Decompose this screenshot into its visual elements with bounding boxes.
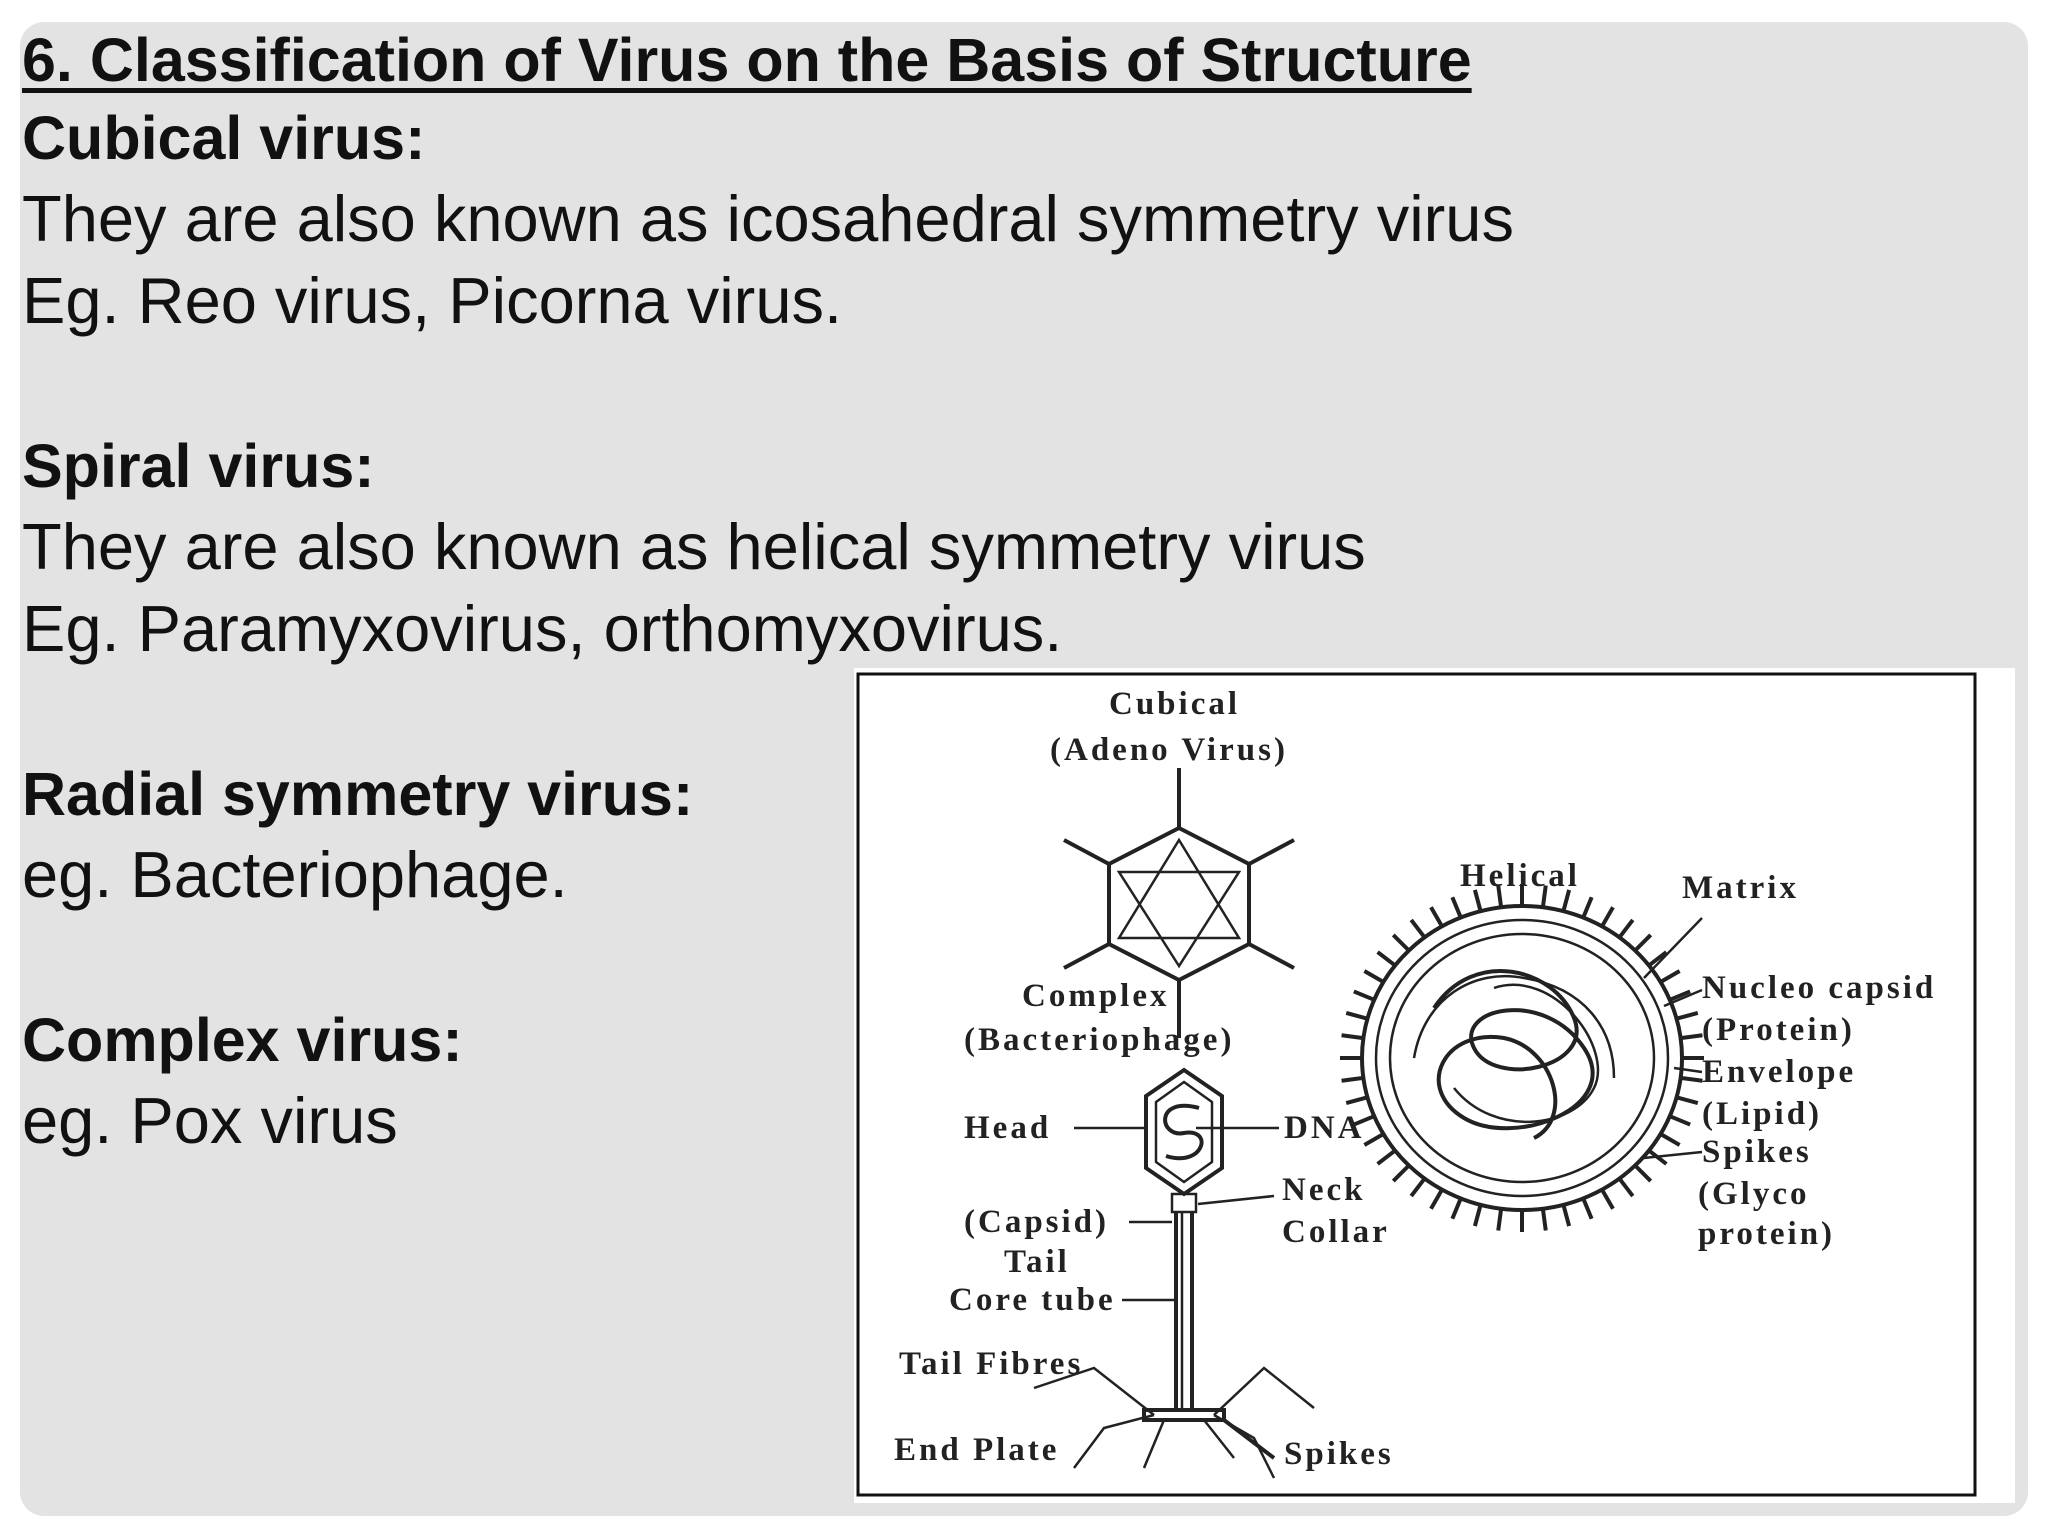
envelope-spike [1341,1033,1364,1041]
envelope-spike [1353,989,1375,1002]
envelope-spike [1391,1164,1411,1183]
envelope-spike [1341,1075,1364,1083]
label-spikes-bottom: Spikes [1284,1436,1394,1472]
envelope-spike [1561,1204,1572,1227]
bacteriophage-drawing [1033,1067,1315,1479]
envelope-spike [1353,1114,1375,1127]
envelope-spike [1647,950,1668,968]
spiral-examples: Eg. Paramyxovirus, orthomyxovirus. [22,592,1063,665]
envelope-spike [1581,1197,1594,1220]
label-envelope: Envelope [1702,1054,1856,1090]
label-protein-2: protein) [1698,1216,1835,1252]
leader-envelope [1673,1066,1703,1074]
label-cubical: Cubical [1109,686,1240,722]
label-bacteriophage: (Bacteriophage) [964,1022,1234,1058]
leader-neck [1197,1194,1275,1206]
envelope-spike [1345,1095,1368,1105]
envelope-spike [1633,933,1653,952]
envelope-spike [1680,1075,1703,1083]
radial-examples: eg. Bacteriophage. [22,838,568,911]
label-adeno-virus: (Adeno Virus) [1050,732,1288,768]
envelope-spike [1409,918,1427,939]
label-collar: Collar [1282,1214,1390,1250]
leader-spikes-right [1643,1150,1703,1160]
envelope-spike [1669,1114,1691,1127]
label-complex: Complex [1022,978,1170,1014]
label-tail: Tail [1004,1244,1070,1280]
label-nucleo-capsid: Nucleo capsid [1702,970,1936,1006]
heading-spiral: Spiral virus: [22,432,375,500]
envelope-spike [1600,906,1615,928]
leader-nucleo-capsid [1663,988,1703,1008]
envelope-spike [1409,1177,1427,1198]
label-glyco: (Glyco [1698,1176,1809,1212]
label-helical: Helical [1460,858,1580,894]
envelope-spike [1450,896,1463,919]
envelope-spike [1496,1208,1504,1231]
envelope-spike [1345,1011,1368,1021]
envelope-spike [1617,1177,1635,1198]
envelope-spike [1376,950,1397,968]
leader-matrix [1643,917,1703,979]
label-lipid: (Lipid) [1702,1096,1822,1132]
label-spikes-right: Spikes [1702,1134,1812,1170]
envelope-spike [1429,906,1444,928]
label-core-tube: Core tube [949,1282,1116,1318]
envelope-spike [1617,918,1635,939]
envelope-spike [1540,885,1548,908]
label-end-plate: End Plate [894,1432,1059,1468]
envelope-spike [1600,1188,1615,1210]
envelope-spike [1561,889,1572,912]
complex-examples: eg. Pox virus [22,1084,398,1157]
helical-virus-drawing [1340,884,1704,1232]
envelope-spike [1450,1197,1463,1220]
envelope-spike [1496,885,1504,908]
envelope-spike [1659,1132,1681,1147]
envelope-spike [1363,1132,1385,1147]
spiral-description: They are also known as helical symmetry … [22,510,1366,583]
envelope-spike [1676,1095,1699,1105]
label-capsid: (Capsid) [964,1204,1109,1240]
label-matrix: Matrix [1682,870,1799,906]
icosahedron-drawing [1063,768,1295,1038]
heading-complex: Complex virus: [22,1006,463,1074]
label-head: Head [964,1110,1051,1146]
virus-diagram: Cubical (Adeno Virus) Complex (Bacteriop… [856,672,1977,1497]
envelope-spike [1429,1188,1444,1210]
label-neck: Neck [1282,1172,1365,1208]
envelope-spike [1676,1011,1699,1021]
envelope-spike [1363,969,1385,984]
label-tail-fibres: Tail Fibres [899,1346,1083,1382]
slide-title: 6. Classification of Virus on the Basis … [22,26,1472,94]
heading-radial: Radial symmetry virus: [22,760,694,828]
virus-structure-figure: Cubical (Adeno Virus) Complex (Bacteriop… [854,668,2015,1503]
envelope-spike [1472,1204,1483,1227]
envelope-spike [1633,1164,1653,1183]
label-protein: (Protein) [1702,1012,1855,1048]
label-dna: DNA [1284,1110,1365,1146]
heading-cubical: Cubical virus: [22,104,426,172]
figure-frame [856,672,1977,1497]
envelope-spike [1376,1148,1397,1166]
envelope-spike [1391,933,1411,952]
envelope-spike [1581,896,1594,919]
envelope-spike [1659,969,1681,984]
cubical-examples: Eg. Reo virus, Picorna virus. [22,264,843,337]
envelope-spike [1540,1208,1548,1231]
cubical-description: They are also known as icosahedral symme… [22,182,1514,255]
envelope-spike [1680,1033,1703,1041]
envelope-spike [1472,889,1483,912]
envelope-spike [1669,989,1691,1002]
